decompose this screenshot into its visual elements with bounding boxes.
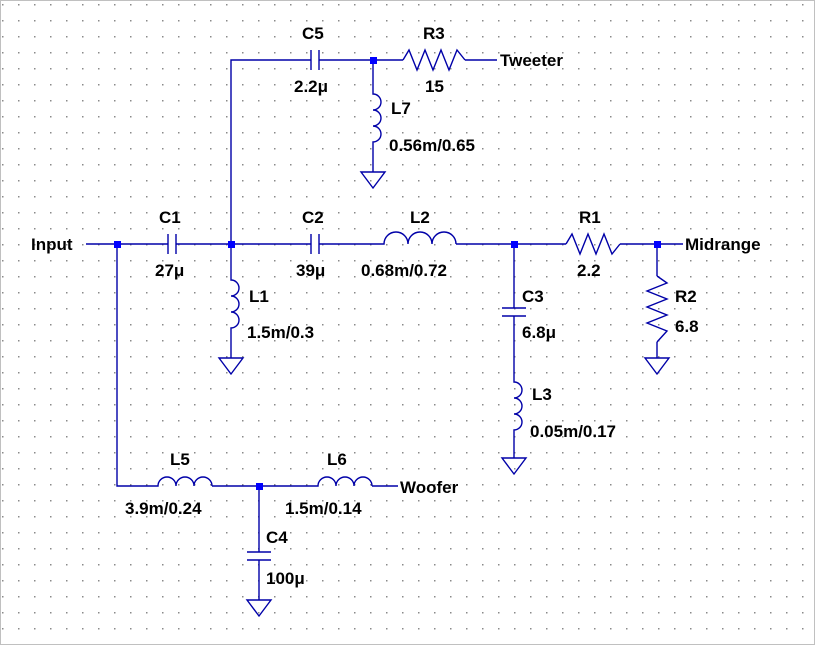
l6-name: L6 [327, 450, 347, 469]
inductor-l6[interactable] [310, 476, 373, 487]
r3-name: R3 [423, 24, 445, 43]
net-label-input: Input [31, 235, 73, 254]
capacitor-c2[interactable] [310, 234, 320, 254]
l7-name: L7 [391, 99, 411, 118]
junction-dot-c3 [511, 241, 518, 248]
resistor-r3[interactable] [402, 48, 466, 72]
r3-value: 15 [425, 77, 444, 96]
capacitor-c4[interactable] [247, 551, 271, 561]
r2-name: R2 [675, 287, 697, 306]
l3-name: L3 [532, 385, 552, 404]
inductor-l3[interactable] [513, 372, 523, 436]
l7-value: 0.56m/0.65 [389, 136, 475, 155]
inductor-l5[interactable] [150, 476, 213, 487]
l5-name: L5 [170, 450, 190, 469]
c1-value: 27μ [155, 261, 184, 280]
c3-name: C3 [522, 287, 544, 306]
resistor-r2[interactable] [645, 275, 669, 343]
net-label-woofer: Woofer [400, 478, 459, 497]
resistor-r1[interactable] [565, 232, 621, 256]
junction-dot-input [114, 241, 121, 248]
net-label-tweeter: Tweeter [500, 51, 563, 70]
c4-name: C4 [266, 528, 288, 547]
c2-value: 39μ [296, 261, 325, 280]
c2-name: C2 [302, 208, 324, 227]
ground-symbol-c4 [245, 599, 273, 618]
c4-value: 100μ [266, 569, 305, 588]
ground-symbol-r2 [643, 357, 671, 376]
inductor-l7[interactable] [372, 84, 382, 148]
c5-value: 2.2μ [294, 77, 328, 96]
net-label-midrange: Midrange [685, 235, 761, 254]
r1-name: R1 [579, 208, 601, 227]
l6-value: 1.5m/0.14 [285, 499, 362, 518]
inductor-l1[interactable] [230, 270, 240, 334]
c3-value: 6.8μ [522, 323, 556, 342]
r2-value: 6.8 [675, 317, 699, 336]
l2-value: 0.68m/0.72 [361, 261, 447, 280]
junction-dot-l7 [370, 57, 377, 64]
r1-value: 2.2 [577, 261, 601, 280]
c5-name: C5 [302, 24, 324, 43]
capacitor-c1[interactable] [167, 234, 177, 254]
l5-value: 3.9m/0.24 [125, 499, 202, 518]
ground-symbol-l3 [500, 457, 528, 476]
junction-dot-l1 [228, 241, 235, 248]
junctions [114, 57, 661, 490]
capacitor-c5[interactable] [310, 50, 320, 70]
l1-name: L1 [249, 287, 269, 306]
ground-symbol-l1 [217, 357, 245, 376]
l2-name: L2 [410, 208, 430, 227]
l1-value: 1.5m/0.3 [247, 323, 314, 342]
junction-dot-midrange [654, 241, 661, 248]
wire-tweeter-riser [230, 59, 311, 244]
l3-value: 0.05m/0.17 [530, 422, 616, 441]
junction-dot-c4 [256, 483, 263, 490]
c1-name: C1 [159, 208, 181, 227]
wire-woofer-drop [116, 244, 150, 487]
inductor-l2[interactable] [376, 231, 457, 245]
capacitor-c3[interactable] [502, 307, 526, 317]
ground-symbol-l7 [359, 171, 387, 190]
